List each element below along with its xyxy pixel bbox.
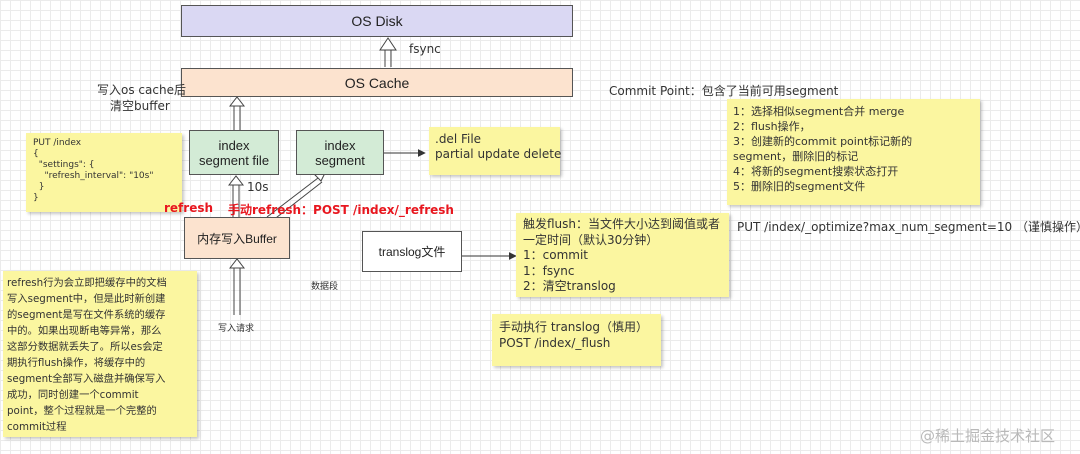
- write-cache-label: 写入os cache后 清空buffer: [97, 82, 186, 114]
- explain-line-2: 写入segment中，但是此时新创建: [7, 293, 166, 305]
- write-cache-line-2: 清空buffer: [110, 99, 170, 113]
- segment-line-1: index: [324, 137, 356, 153]
- refresh-label: refresh: [164, 201, 214, 215]
- commit-point-label: Commit Point：包含了当前可用segment: [609, 84, 839, 98]
- translog-box: translog文件: [362, 231, 462, 272]
- merge-step-5: 5：删除旧的segment文件: [733, 180, 866, 193]
- optimize-label: PUT /index/_optimize?max_num_segment=10 …: [737, 220, 1080, 234]
- segment-file-box: index segment file: [189, 130, 279, 175]
- explain-line-9: point，整个过程就是一个完整的: [7, 405, 157, 417]
- refresh-explain-note: refresh行为会立即把缓存中的文档 写入segment中，但是此时新创建 的…: [3, 271, 197, 437]
- del-file-line-2: partial update delete: [435, 147, 562, 161]
- os-cache-box: OS Cache: [181, 68, 573, 97]
- merge-step-4: 4：将新的segment搜索状态打开: [733, 165, 899, 178]
- segment-file-line-1: index: [218, 137, 250, 153]
- watermark: @稀土掘金技术社区: [920, 427, 1056, 445]
- explain-line-8: 成功，同时创建一个commit: [7, 389, 139, 401]
- segment-to-cache-arrow: [228, 96, 246, 130]
- merge-steps-note: 1：选择相似segment合并 merge 2：flush操作， 3：创建新的c…: [727, 99, 980, 205]
- del-file-line-1: .del File: [435, 132, 482, 146]
- flush-trigger-line-5: 2：清空translog: [523, 279, 616, 293]
- explain-line-6: 期执行flush操作，将缓存中的: [7, 357, 146, 369]
- flush-trigger-line-2: 一定时间（默认30分钟）: [523, 232, 659, 247]
- buffer-label: 内存写入Buffer: [197, 231, 277, 246]
- os-disk-label: OS Disk: [351, 13, 403, 29]
- write-cache-line-1: 写入os cache后: [97, 83, 186, 97]
- write-request-arrow: [228, 258, 246, 315]
- segment-box: index segment: [296, 130, 384, 175]
- flush-trigger-line-3: 1：commit: [523, 248, 588, 262]
- manual-refresh-label: 手动refresh：POST /index/_refresh: [228, 203, 454, 217]
- refresh-interval-label: 10s: [247, 180, 269, 194]
- segment-line-2: segment: [315, 152, 365, 168]
- data-segment-label: 数据段: [311, 282, 339, 292]
- write-request-label: 写入请求: [218, 324, 255, 334]
- os-disk-box: OS Disk: [181, 5, 573, 37]
- flush-trigger-line-4: 1：fsync: [523, 263, 575, 278]
- put-index-line-6: }: [33, 193, 39, 203]
- put-index-line-5: }: [33, 182, 45, 192]
- fsync-arrow: [379, 37, 397, 67]
- manual-flush-line-1: 手动执行 translog（慎用）: [499, 320, 648, 334]
- manual-flush-note: 手动执行 translog（慎用） POST /index/_flush: [492, 314, 661, 366]
- fsync-label: fsync: [409, 42, 441, 56]
- merge-step-2: 2：flush操作，: [733, 120, 811, 133]
- merge-step-1: 1：选择相似segment合并 merge: [733, 105, 905, 118]
- explain-line-4: 中的。如果出现断电等异常，那么: [7, 325, 162, 337]
- put-index-line-1: PUT /index: [33, 138, 82, 148]
- del-file-note: .del File partial update delete: [429, 127, 562, 175]
- put-index-line-3: "settings": {: [33, 160, 95, 170]
- os-cache-label: OS Cache: [344, 74, 410, 91]
- explain-line-7: segment全部写入磁盘并确保写入: [7, 373, 166, 385]
- buffer-box: 内存写入Buffer: [184, 217, 290, 259]
- explain-line-1: refresh行为会立即把缓存中的文档: [7, 277, 167, 289]
- put-index-note: PUT /index { "settings": { "refresh_inte…: [26, 133, 182, 212]
- flush-trigger-note: 触发flush：当文件大小达到阈值或者 一定时间（默认30分钟） 1：commi…: [516, 213, 729, 297]
- merge-step-3: 3：创建新的commit point标记新的: [733, 135, 913, 148]
- put-index-line-2: {: [33, 149, 39, 159]
- explain-line-10: commit过程: [7, 421, 67, 433]
- put-index-line-4: "refresh_interval": "10s": [33, 171, 154, 181]
- manual-flush-line-2: POST /index/_flush: [499, 336, 611, 350]
- segment-file-line-2: segment file: [198, 152, 270, 168]
- explain-line-5: 这部分数据就丢失了。所以es会定: [7, 341, 163, 353]
- translog-label: translog文件: [378, 245, 446, 259]
- explain-line-3: 的segment是写在文件系统的缓存: [7, 309, 166, 321]
- flush-trigger-line-1: 触发flush：当文件大小达到阈值或者: [523, 217, 721, 231]
- merge-step-3b: segment，删除旧的标记: [733, 150, 859, 163]
